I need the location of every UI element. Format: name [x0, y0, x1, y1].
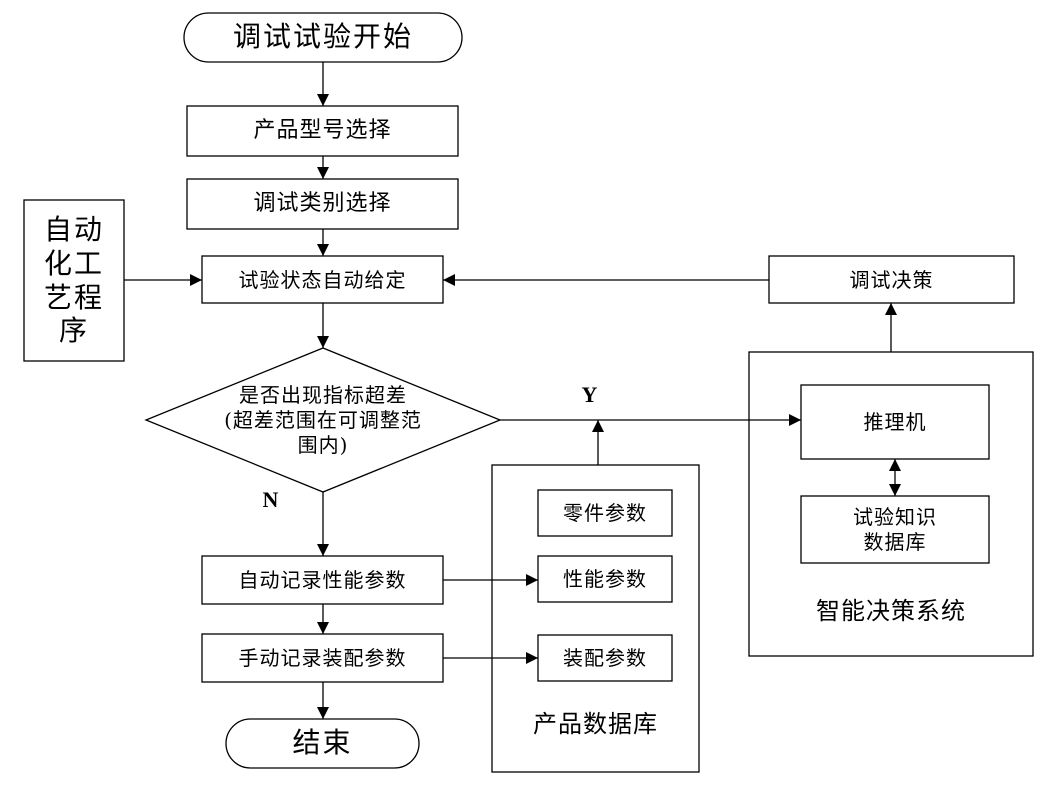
- intelligent-system-title: 智能决策系统: [816, 597, 966, 626]
- product-model-select-label: 产品型号选择: [253, 117, 392, 143]
- product-db-container: [491, 464, 700, 773]
- perf-params-label: 性能参数: [563, 567, 647, 591]
- test-state-auto-set-label: 试验状态自动给定: [238, 267, 407, 292]
- parts-params-label: 零件参数: [563, 501, 647, 525]
- parts-params-box: [537, 489, 673, 537]
- start-label: 调试试验开始: [232, 20, 413, 54]
- decision-label: 是否出现指标超差 (超差范围在可调整范 围内): [224, 382, 422, 457]
- inference-engine-label: 推理机: [863, 410, 927, 434]
- auto-process-label: 自动 化工 艺程 序: [43, 213, 104, 348]
- debug-category-select-label: 调试类别选择: [253, 190, 392, 216]
- manual-record-assembly-label: 手动记录装配参数: [238, 646, 407, 670]
- auto-record-perf-label: 自动记录性能参数: [238, 568, 407, 592]
- yes-branch-label: Y: [581, 381, 599, 407]
- end-label: 结束: [292, 726, 353, 760]
- perf-params-box: [537, 555, 673, 603]
- no-branch-label: N: [262, 486, 280, 512]
- debug-decision-label: 调试决策: [849, 267, 934, 292]
- test-knowledge-db-label: 试验知识 数据库: [853, 504, 937, 554]
- product-db-title: 产品数据库: [533, 710, 658, 739]
- assembly-params-label: 装配参数: [563, 646, 647, 670]
